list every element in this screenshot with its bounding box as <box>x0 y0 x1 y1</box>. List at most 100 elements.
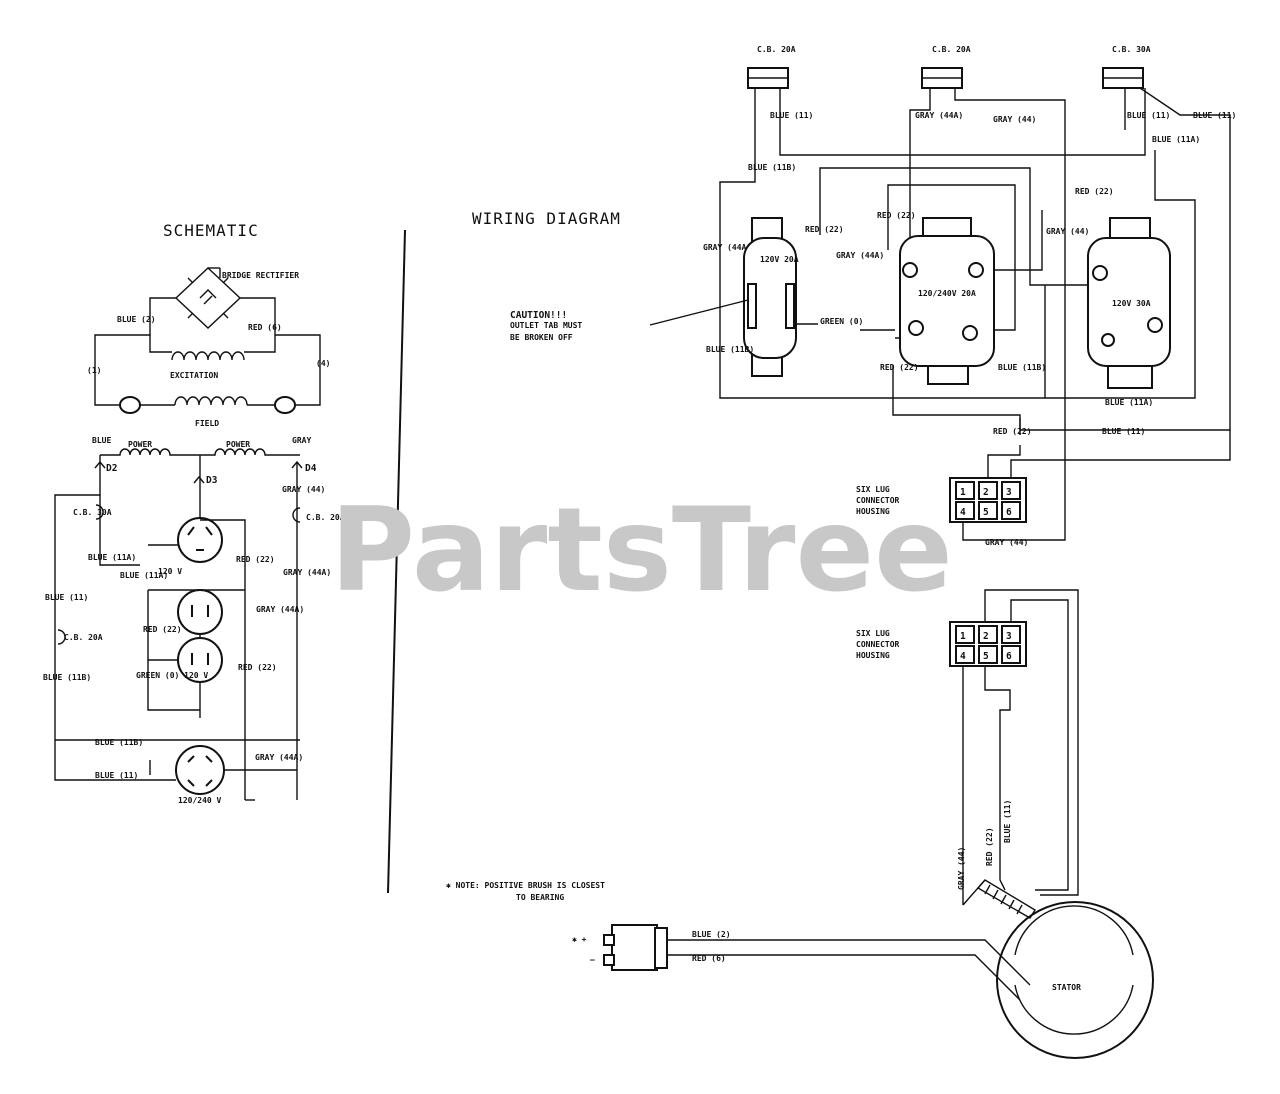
excitation-coil <box>149 335 276 361</box>
cb-right-label: C.B. 20A <box>306 513 345 522</box>
conn2-pin-5: 5 <box>983 651 989 662</box>
blue-11-d-label: BLUE (11) <box>1102 427 1145 436</box>
six-lug-1-line-1: SIX LUG <box>856 485 890 494</box>
120v-label: 120 V <box>158 567 182 576</box>
blue-11-b-label: BLUE (11) <box>1127 111 1170 120</box>
red-22-b-label: RED (22) <box>805 225 844 234</box>
outlet-120v-20a <box>743 217 797 377</box>
caution-line-2: OUTLET TAB MUST <box>510 321 582 330</box>
brush-assembly <box>603 924 668 971</box>
schematic-120-240v-outlet <box>175 745 225 795</box>
bridge-rectifier-label: BRIDGE RECTIFIER <box>222 271 299 280</box>
blue-11-a-label: BLUE (11) <box>770 111 813 120</box>
stator <box>976 879 1154 1059</box>
power-1-label: POWER <box>128 440 152 449</box>
gray-44a-label: GRAY (44A) <box>915 111 963 120</box>
red-22-e-label: RED (22) <box>993 427 1032 436</box>
red-22-a-label: RED (22) <box>1075 187 1114 196</box>
blue-11-c-label: BLUE (11) <box>1193 111 1236 120</box>
circuit-breaker-3 <box>1102 67 1144 89</box>
blue-11a-label: BLUE (11A) <box>1152 135 1200 144</box>
blue-2-label: BLUE (2) <box>692 930 731 939</box>
conn2-pin-1: 1 <box>960 631 966 642</box>
d2-label: D2 <box>106 463 117 474</box>
d4-label: D4 <box>305 463 317 474</box>
schematic-section: SCHEMATIC BRIDGE RECTIFIER BLUE (2) RED … <box>43 221 345 805</box>
cb2-label: C.B. 20A <box>932 45 971 54</box>
cb1-label: C.B. 20A <box>757 45 796 54</box>
schematic-title: SCHEMATIC <box>163 221 259 240</box>
red-22-v-label: RED (22) <box>985 827 994 866</box>
caution-line-1: CAUTION!!! <box>510 310 567 321</box>
gray-44a-2-label: GRAY (44A) <box>256 605 304 614</box>
field-label: FIELD <box>195 419 219 428</box>
conn1-pin-6: 6 <box>1006 507 1012 518</box>
outlet3-label: 120V 30A <box>1112 299 1151 308</box>
blue-11a-label: BLUE (11A) <box>88 553 136 562</box>
bridge-rectifier <box>174 267 242 329</box>
gray-44-label: GRAY (44) <box>993 115 1036 124</box>
brush-minus-label: – <box>590 955 595 964</box>
120-240v-label: 120/240 V <box>178 796 222 805</box>
blue-11a-b-label: BLUE (11A) <box>120 571 168 580</box>
gray-44-c-label: GRAY (44) <box>985 538 1028 547</box>
blue-11a-b-label: BLUE (11A) <box>1105 398 1153 407</box>
watermark: PartsTree <box>330 483 953 618</box>
conn1-pin-1: 1 <box>960 487 966 498</box>
gray-44a-label: GRAY (44A) <box>283 568 331 577</box>
conn2-pin-6: 6 <box>1006 651 1012 662</box>
gray-44-b-label: GRAY (44) <box>1046 227 1089 236</box>
six-lug-1-line-2: CONNECTOR <box>856 496 900 505</box>
outlet1-label: 120V 20A <box>760 255 799 264</box>
blue-top-label: BLUE <box>92 436 111 445</box>
blue-11-label: BLUE (11) <box>45 593 88 602</box>
power-2-label: POWER <box>226 440 250 449</box>
red-6-label: RED (6) <box>248 323 282 332</box>
blue-2-label: BLUE (2) <box>117 315 156 324</box>
six-lug-connector-1 <box>949 477 1027 523</box>
note-line-2: TO BEARING <box>516 893 564 902</box>
six-lug-2-line-3: HOUSING <box>856 651 890 660</box>
caution-line-3: BE BROKEN OFF <box>510 333 573 342</box>
cb-20a-label: C.B. 20A <box>64 633 103 642</box>
gray-44a-b-label: GRAY (44A) <box>703 243 751 252</box>
gray-top-label: GRAY <box>292 436 311 445</box>
blue-11-c-label: BLUE (11) <box>95 771 138 780</box>
d3-label: D3 <box>206 475 218 486</box>
conn2-pin-3: 3 <box>1006 631 1012 642</box>
blue-11-v-label: BLUE (11) <box>1003 800 1012 843</box>
circuit-breaker-2 <box>921 67 963 89</box>
gray-44-v-label: GRAY (44) <box>957 847 966 890</box>
six-lug-connector-2 <box>949 621 1027 667</box>
red-22-d-label: RED (22) <box>880 363 919 372</box>
conn1-pin-5: 5 <box>983 507 989 518</box>
gray-44a-3-label: GRAY (44A) <box>255 753 303 762</box>
section-divider <box>387 229 406 894</box>
cb3-label: C.B. 30A <box>1112 45 1151 54</box>
blue-11b-b-label: BLUE (11B) <box>95 738 143 747</box>
conn1-pin-2: 2 <box>983 487 989 498</box>
lead-1-label: (1) <box>87 366 101 375</box>
blue-11b-c-label: BLUE (11B) <box>998 363 1046 372</box>
wiring-title: WIRING DIAGRAM <box>472 209 621 228</box>
circuit-breaker-1 <box>747 67 789 89</box>
six-lug-1-line-3: HOUSING <box>856 507 890 516</box>
red-22-c-label: RED (22) <box>238 663 277 672</box>
green-0-label: GREEN (0) 120 V <box>136 671 208 680</box>
blue-11b-b-label: BLUE (11B) <box>706 345 754 354</box>
six-lug-2-line-2: CONNECTOR <box>856 640 900 649</box>
gray-44-label: GRAY (44) <box>282 485 325 494</box>
conn1-pin-4: 4 <box>960 507 966 518</box>
note-line-1: ✱ NOTE: POSITIVE BRUSH IS CLOSEST <box>446 881 605 890</box>
red-22-c-label: RED (22) <box>877 211 916 220</box>
conn2-pin-4: 4 <box>960 651 966 662</box>
outlet-120v-30a <box>1087 217 1171 389</box>
cb-30a-label: C.B. 30A <box>73 508 112 517</box>
six-lug-2-line-1: SIX LUG <box>856 629 890 638</box>
outlet2-label: 120/240V 20A <box>918 289 976 298</box>
schematic-120v-outlet <box>177 517 223 563</box>
blue-11b-label: BLUE (11B) <box>748 163 796 172</box>
gray-44a-c-label: GRAY (44A) <box>836 251 884 260</box>
stator-label: STATOR <box>1052 983 1081 992</box>
